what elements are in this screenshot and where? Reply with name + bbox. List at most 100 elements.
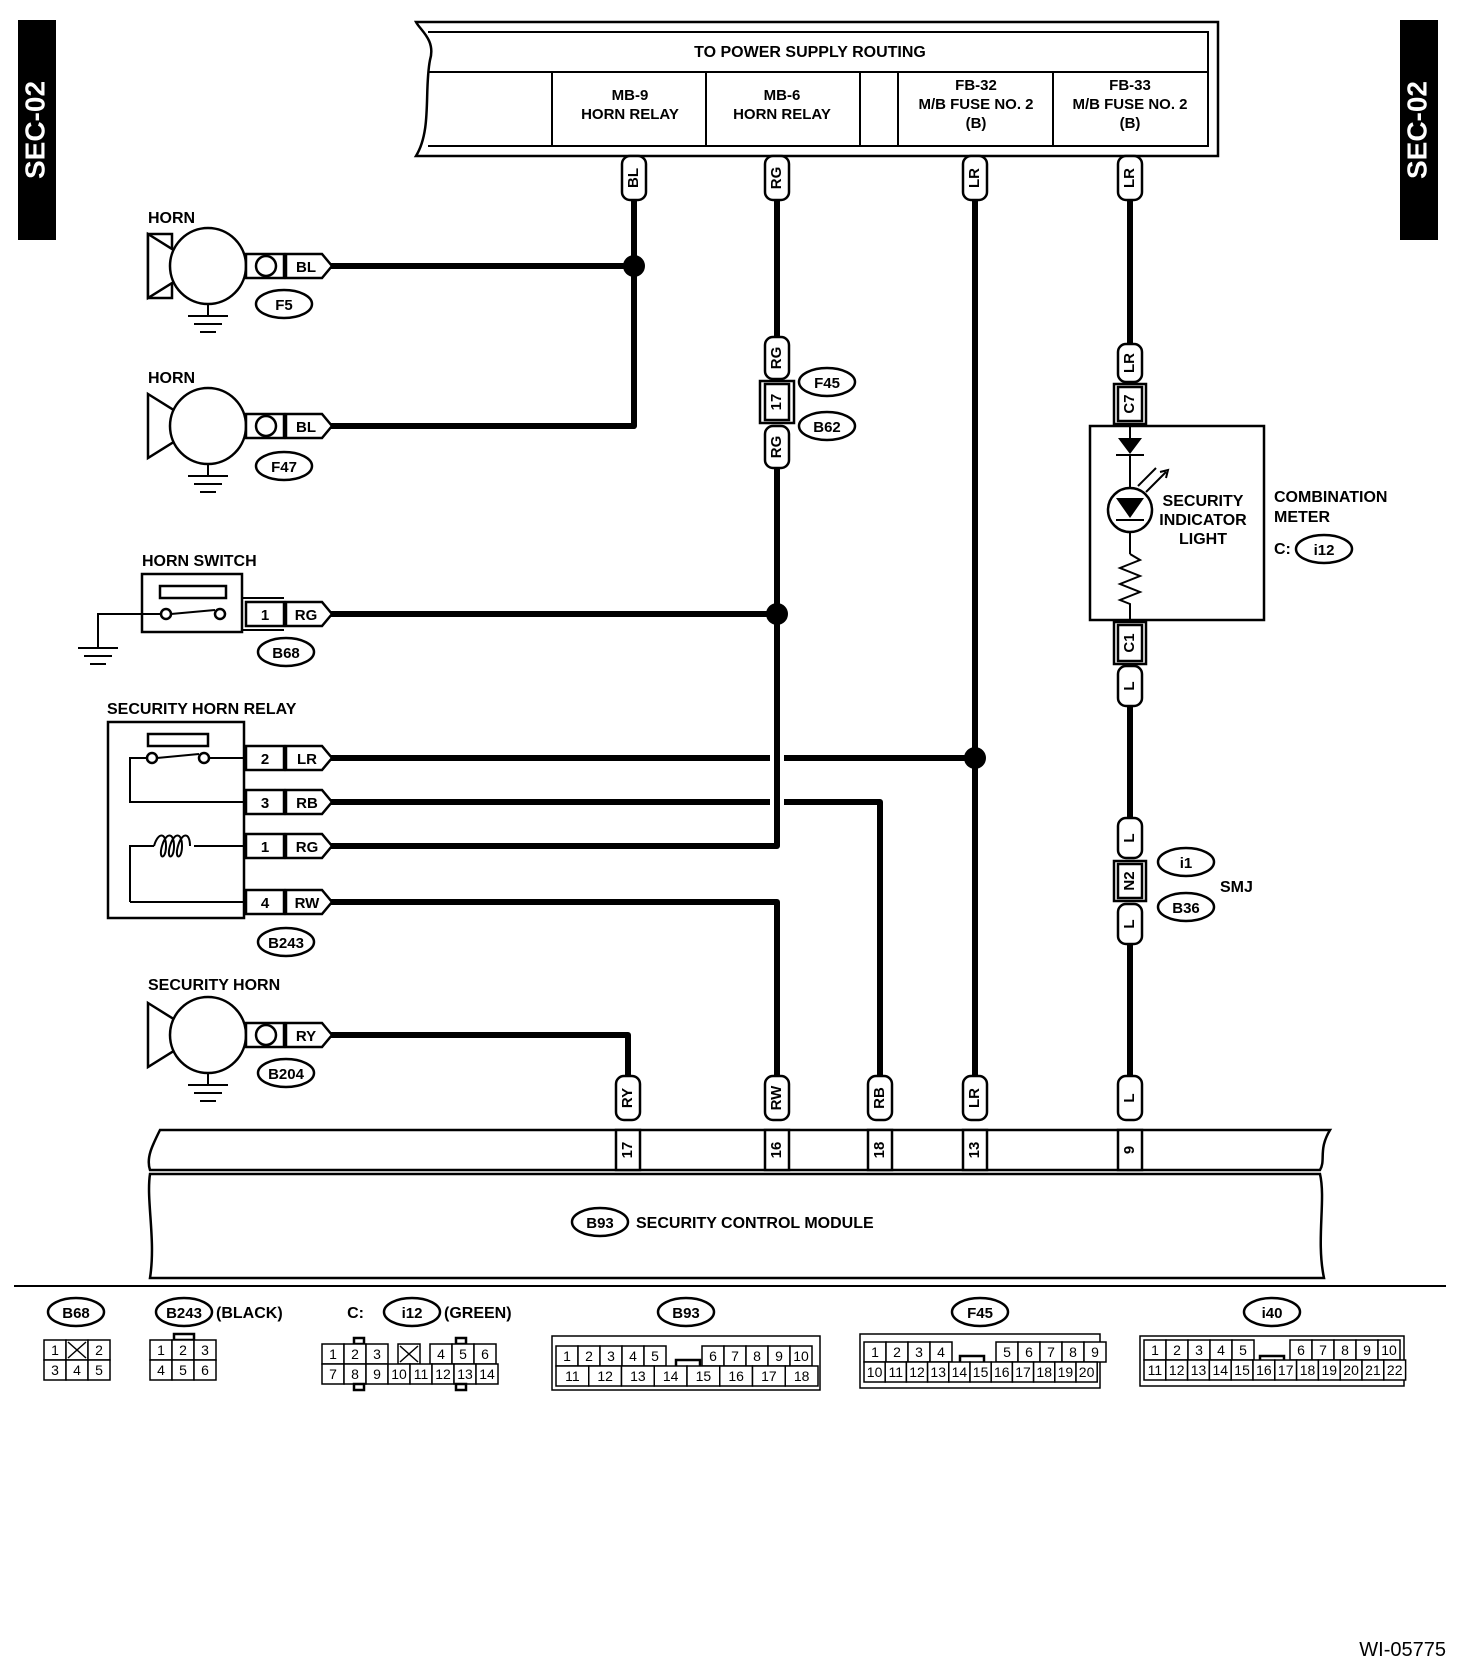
splice-lr — [964, 747, 986, 769]
horn-1-wire: BL — [296, 259, 316, 276]
svg-text:5: 5 — [651, 1348, 659, 1364]
security-horn-wire: RY — [296, 1028, 316, 1045]
svg-text:18: 18 — [1036, 1364, 1052, 1380]
i40-r1-cell: 7 — [1311, 1339, 1335, 1361]
svg-text:BL: BL — [625, 168, 642, 188]
pill-rg-b62: RG — [763, 424, 791, 470]
i40-r2-cell: 20 — [1339, 1359, 1363, 1381]
i12-r2-cell: 11 — [409, 1363, 433, 1385]
svg-text:2: 2 — [585, 1348, 593, 1364]
i12-face-label: i12 — [402, 1305, 423, 1322]
i40-r2-cell: 19 — [1317, 1359, 1341, 1381]
ps-col3-line1: FB-32 — [955, 77, 997, 94]
horn-1-connector: F5 — [275, 297, 293, 314]
pill-lr-top-1: LR — [961, 154, 989, 202]
f45-r1-cell: 9 — [1083, 1341, 1107, 1363]
terminal-c7: C7 — [1112, 382, 1148, 426]
b93-r1-cell: 1 — [555, 1345, 579, 1367]
b243-r2-cell: 6 — [193, 1359, 217, 1381]
ps-col4-line3: (B) — [1120, 115, 1141, 132]
i40-r2-cell: 15 — [1230, 1359, 1254, 1381]
svg-text:RG: RG — [768, 436, 785, 459]
b93-r2-cell: 12 — [588, 1365, 623, 1387]
svg-text:9: 9 — [1091, 1344, 1099, 1360]
module-label: SECURITY CONTROL MODULE — [636, 1215, 874, 1232]
i40-r2-cell: 22 — [1383, 1359, 1407, 1381]
horn-1-label: HORN — [148, 210, 195, 227]
svg-text:19: 19 — [1058, 1364, 1074, 1380]
svg-text:4: 4 — [73, 1362, 81, 1378]
svg-text:RB: RB — [871, 1087, 888, 1109]
relay-wire-b: RB — [296, 795, 318, 812]
svg-text:20: 20 — [1079, 1364, 1095, 1380]
b93-r1-cell: 4 — [621, 1345, 645, 1367]
svg-text:RY: RY — [619, 1088, 636, 1108]
f45-r2-cell: 20 — [1075, 1361, 1098, 1383]
i12-r2-cell: 7 — [321, 1363, 345, 1385]
svg-text:16: 16 — [1256, 1362, 1272, 1378]
pill-rg-f45: RG — [763, 335, 791, 381]
horn-switch-pin: 1 — [261, 607, 269, 624]
svg-text:13: 13 — [1191, 1362, 1207, 1378]
relay-pin-a: 2 — [261, 751, 269, 768]
svg-text:3: 3 — [373, 1346, 381, 1362]
wire-rg-lower — [328, 468, 780, 849]
module-pin-ry: RY 17 — [614, 1074, 642, 1172]
svg-text:4: 4 — [629, 1348, 637, 1364]
svg-text:1: 1 — [157, 1342, 165, 1358]
f45-r1-cell: 5 — [995, 1341, 1019, 1363]
svg-text:LR: LR — [966, 168, 983, 188]
i40-r1-cell: 6 — [1289, 1339, 1313, 1361]
b68-r2-cell: 5 — [87, 1359, 111, 1381]
i12-r1-cell: 5 — [451, 1343, 475, 1365]
wire-rb-b — [784, 799, 883, 1080]
svg-text:L: L — [1121, 1093, 1138, 1102]
i40-r2-cell: 11 — [1143, 1359, 1167, 1381]
svg-text:8: 8 — [1341, 1342, 1349, 1358]
horn-1-body — [168, 226, 248, 306]
svg-text:2: 2 — [95, 1342, 103, 1358]
b93-r1-cell: 3 — [599, 1345, 623, 1367]
i12-face-prefix: C: — [347, 1305, 364, 1322]
right-side-tab: SEC-02 — [1400, 20, 1438, 240]
svg-text:3: 3 — [915, 1344, 923, 1360]
svg-text:17: 17 — [761, 1368, 777, 1384]
svg-text:12: 12 — [909, 1364, 925, 1380]
horn-switch-label: HORN SWITCH — [142, 553, 257, 570]
svg-text:4: 4 — [937, 1344, 945, 1360]
svg-text:7: 7 — [329, 1366, 337, 1382]
security-horn-label: SECURITY HORN — [148, 977, 280, 994]
pill-lr-meter: LR — [1116, 342, 1144, 384]
svg-text:12: 12 — [1169, 1362, 1185, 1378]
smj-top-connector: i1 — [1180, 855, 1193, 872]
junction-bottom-connector: B62 — [813, 419, 841, 436]
b68-r1-cell — [65, 1339, 89, 1361]
svg-text:14: 14 — [663, 1368, 679, 1384]
b93-r1-cell: 8 — [745, 1345, 769, 1367]
module-pin-rw: RW 16 — [763, 1074, 791, 1172]
i12-r2-cell: 12 — [431, 1363, 455, 1385]
b93-r2-cell: 15 — [686, 1365, 721, 1387]
b243-face-note: (BLACK) — [216, 1305, 283, 1322]
relay-connector: B243 — [268, 935, 304, 952]
svg-text:4: 4 — [157, 1362, 165, 1378]
svg-text:21: 21 — [1365, 1362, 1381, 1378]
svg-text:5: 5 — [459, 1346, 467, 1362]
b93-r1-cell: 6 — [701, 1345, 725, 1367]
svg-text:17: 17 — [1278, 1362, 1294, 1378]
horn-2-wire: BL — [296, 419, 316, 436]
svg-text:C7: C7 — [1121, 394, 1138, 413]
f45-r2-cell: 13 — [926, 1361, 950, 1383]
power-supply-routing-box: TO POWER SUPPLY ROUTING MB-9 HORN RELAY … — [413, 20, 1220, 158]
svg-text:9: 9 — [1363, 1342, 1371, 1358]
svg-text:8: 8 — [351, 1366, 359, 1382]
i12-r1-cell: 4 — [429, 1343, 453, 1365]
svg-text:20: 20 — [1343, 1362, 1359, 1378]
svg-text:5: 5 — [1239, 1342, 1247, 1358]
i40-r2-cell: 16 — [1252, 1359, 1276, 1381]
indicator-label-2: INDICATOR — [1159, 512, 1247, 529]
svg-text:6: 6 — [1025, 1344, 1033, 1360]
b68-r2-cell: 4 — [65, 1359, 89, 1381]
pill-lr-top-2: LR — [1116, 154, 1144, 202]
